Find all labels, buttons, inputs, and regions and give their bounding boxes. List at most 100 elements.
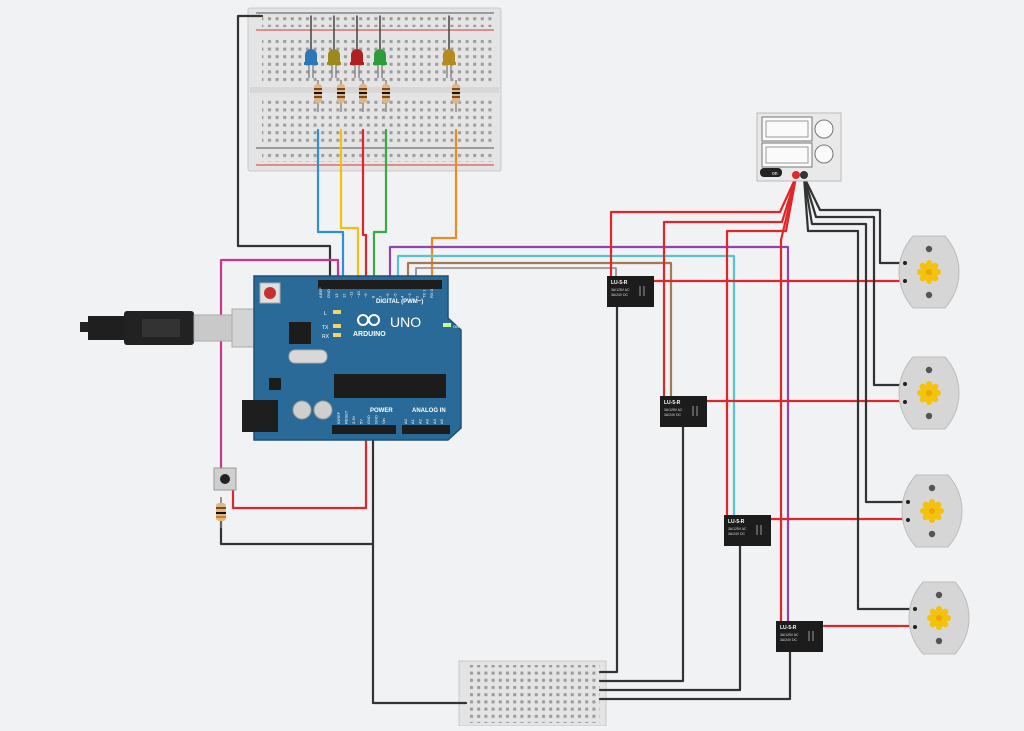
relay-rating-ac: 3A/125V AC [728,527,747,531]
pin-label: Vin [381,418,386,424]
wire-psu-red-relay3 [725,175,798,524]
pin-label: TX 1 [422,289,427,298]
relay-rating-ac: 3A/125V AC [780,633,799,637]
wires [219,14,916,705]
pin-label: ~3 [407,293,412,298]
gear-icon [927,606,951,630]
led-blue[interactable] [304,49,318,78]
led-olive[interactable] [327,49,341,78]
wire-red-led [361,128,368,282]
wire-relay4-gnd [598,650,792,701]
relay-title: LU-5-R [728,519,745,525]
resistor-1[interactable] [314,80,322,112]
relay-rating-ac: 3A/125V AC [664,408,683,412]
led-tx-label: TX [322,325,329,331]
pin-label: GND [374,415,379,424]
pin-label: 2 [414,295,419,298]
relay-title: LU-5-R [780,625,797,631]
relay-rating-dc: 3A/24V DC [780,638,798,642]
arduino-uno[interactable]: ARDUINO UNO DIGITAL (PWM~) POWER ANALOG … [242,275,462,441]
gear-icon [917,381,941,405]
wire-gray-relay1 [415,267,617,283]
led-l-label: L [324,311,327,317]
wire-gnd-bottom [371,542,468,705]
led-amber[interactable] [442,49,456,78]
gnd-label: GND [326,289,331,298]
pin-label: A0 [403,418,408,424]
gear-icon [917,260,941,284]
wire-psu-red-relay2 [662,175,798,405]
resistor-4[interactable] [382,80,390,112]
leds [304,49,456,78]
wire-relay2-gnd [598,425,685,683]
wire-psu-black-motor3 [802,175,910,504]
pin-label: 7 [378,295,383,298]
wire-relay3-gnd [598,544,742,692]
relay-rating-dc: 3A/24V DC [664,413,682,417]
pin-label: A4 [432,418,437,424]
usb-cable[interactable] [80,308,257,348]
relay-title: LU-5-R [611,280,628,286]
pin-label: A1 [410,418,415,424]
relay-rating-dc: 3A/24V DC [611,293,629,297]
pin-label: ~5 [392,293,397,298]
pushbutton[interactable] [213,467,237,491]
wire-purple-relay4 [388,245,790,630]
wire-yellow-led [339,128,360,282]
resistor-2[interactable] [337,80,345,112]
dc-motor-2[interactable] [898,356,960,430]
wire-gnd-breadboard [236,14,332,282]
led-green[interactable] [373,49,387,78]
power-label: POWER [370,408,393,414]
pin-label: A3 [425,418,430,424]
digital-label: DIGITAL (PWM~) [376,299,423,305]
resistor-3[interactable] [359,80,367,112]
wire-psu-black-motor2 [802,175,907,387]
led-resistors [314,80,460,112]
dc-motors [898,235,970,655]
arduino-brand: ARDUINO [353,331,386,338]
pin-label: RX 0 [429,288,434,298]
analog-label: ANALOG IN [412,408,446,414]
wire-orange-led [430,128,458,282]
arduino-logo [357,314,380,326]
power-supply[interactable]: on [756,112,842,182]
pin-label: 8 [371,295,376,298]
pin-label: ~9 [363,293,368,298]
dc-motor-1[interactable] [898,235,960,309]
pin-label: ~11 [349,291,354,298]
dc-motor-3[interactable] [901,474,963,548]
wire-red-button [231,428,368,510]
pin-label: 12 [341,293,346,298]
wire-black-button [219,428,375,546]
wire-psu-red-relay4 [779,175,798,630]
led-red[interactable] [350,49,364,78]
relay-rating-dc: 3A/24V DC [728,532,746,536]
pin-label: ~6 [385,293,390,298]
wire-brown-relay2 [406,261,673,405]
wire-cyan-relay3 [396,254,736,524]
arduino-model: UNO [390,314,421,330]
relay-title: LU-5-R [664,400,681,406]
wire-blue-led [316,128,345,282]
pin-label: 5V [359,419,364,424]
pin-label: GND [366,415,371,424]
pin-label: A2 [417,418,422,424]
breadboard-bottom[interactable] [458,660,607,727]
resistor-5[interactable] [452,80,460,112]
led-rx-label: RX [322,334,330,340]
pin-label: ~10 [356,290,361,298]
dc-motor-4[interactable] [908,581,970,655]
wire-psu-black-motor1 [802,175,907,265]
wire-relay1-gnd [598,304,619,674]
breadboard-top[interactable] [247,7,502,172]
wire-psu-black-motor4 [802,175,916,611]
